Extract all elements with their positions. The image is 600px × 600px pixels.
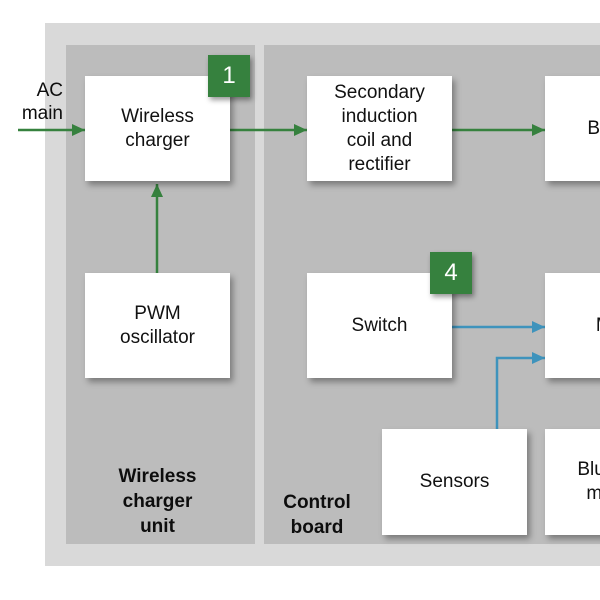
node-label-sensors: Sensors: [419, 471, 490, 492]
group-label-wireless-charger-unit: Wireless charger unit: [118, 466, 197, 537]
callout-badge-1: 1: [208, 55, 250, 97]
callout-badge-4: 4: [430, 252, 472, 294]
node-label-pwm-oscillator: PWM oscillator: [120, 302, 195, 348]
node-label-switch: Switch: [351, 314, 408, 336]
node-sensors: Sensors: [382, 429, 527, 535]
group-label-control-board: Control board: [283, 492, 351, 538]
node-label-bluetooth-module: Bluetooth module: [577, 459, 600, 504]
node-mcu: MCU: [545, 273, 600, 378]
node-label-battery: Battery: [587, 117, 600, 139]
ac-main-label: AC main: [21, 80, 63, 124]
node-label-mcu: MCU: [596, 314, 600, 338]
node-label-wireless-charger: Wireless charger: [121, 105, 194, 151]
node-label-secondary-induction-coil: Secondary induction coil and rectifier: [334, 81, 425, 175]
node-bluetooth-module: Bluetooth module: [545, 429, 600, 535]
node-secondary-induction-coil: Secondary induction coil and rectifier: [307, 76, 452, 181]
node-battery: Battery: [545, 76, 600, 181]
node-wireless-charger: Wireless charger: [85, 76, 230, 181]
node-switch: Switch: [307, 273, 452, 378]
node-pwm-oscillator: PWM oscillator: [85, 273, 230, 378]
